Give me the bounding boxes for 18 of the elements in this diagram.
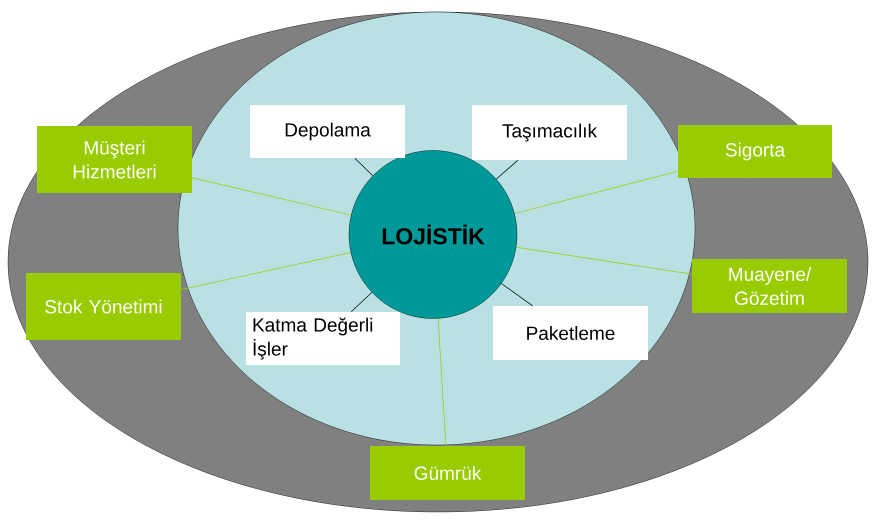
service-box: Muayene/ Gözetim [692,259,847,313]
service-box: Müşteri Hizmetleri [37,126,192,193]
service-box: Stok Yönetimi [26,273,181,340]
service-box: Katma Değerli İşler [246,312,400,365]
connector-line [514,171,678,214]
connector-line [501,283,533,306]
service-box: Gümrük [370,446,525,500]
connector-line [350,292,372,312]
service-box: Paketleme [493,306,648,360]
service-box: Sigorta [678,125,832,178]
connector-line [180,252,352,290]
connector-line [516,246,692,274]
connector-line [354,158,374,176]
connector-line [438,318,446,446]
service-box: Taşımacılık [472,105,627,160]
service-box: Depolama [250,105,405,158]
connector-line [192,177,352,216]
connector-line [496,160,518,180]
